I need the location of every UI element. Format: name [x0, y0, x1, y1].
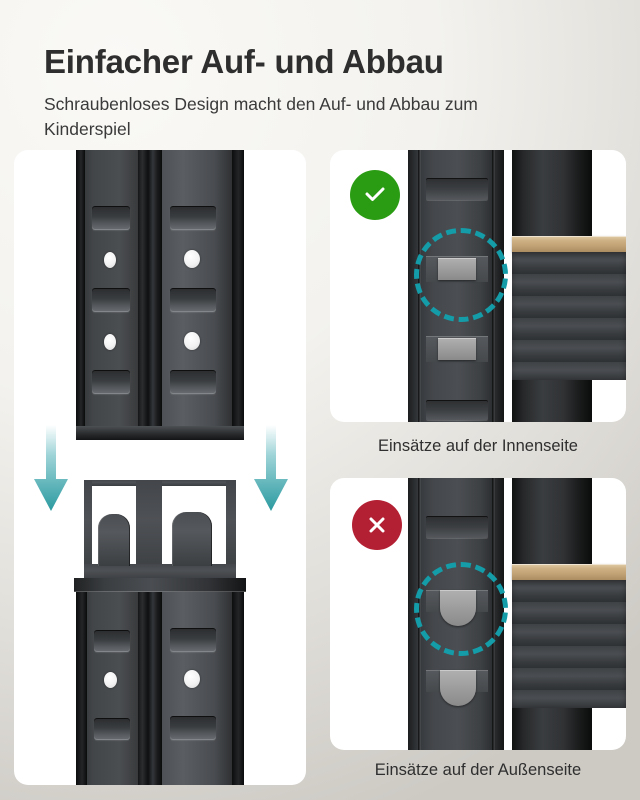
post-hole	[104, 334, 116, 350]
status-badge-incorrect	[352, 500, 402, 550]
sleeve-frame-corner	[136, 480, 162, 580]
post-hole	[184, 332, 200, 350]
post-corner-spine	[138, 592, 162, 785]
panel-inserts-inside	[330, 150, 626, 422]
connector-tab-left	[98, 514, 130, 566]
shelf-beam	[512, 252, 626, 380]
upper-post-graphic	[76, 150, 244, 440]
page-subtitle: Schraubenloses Design macht den Auf- und…	[44, 94, 478, 139]
post-slot	[170, 370, 216, 394]
down-arrow-left-icon	[34, 425, 68, 511]
post-slot-empty	[426, 516, 488, 538]
sleeve-frame-top-right	[162, 480, 234, 486]
dashed-circle-highlight	[414, 562, 508, 656]
post-slot	[94, 718, 130, 740]
down-arrow-right-icon	[254, 425, 288, 511]
cross-icon	[369, 517, 385, 533]
post-slot	[170, 206, 216, 230]
post-slot-empty	[426, 178, 488, 200]
post-slot	[92, 288, 130, 312]
post-hole	[184, 670, 200, 688]
panel-inserts-outside	[330, 478, 626, 750]
post-slot	[170, 716, 216, 740]
check-icon	[365, 187, 385, 201]
post-collar	[74, 578, 246, 592]
post-bottom-edge	[76, 426, 244, 440]
sleeve-frame-edge-right	[226, 480, 236, 580]
sleeve-frame-edge-left	[84, 480, 92, 580]
post-edge-right	[232, 150, 244, 440]
connector-tab-right	[172, 512, 212, 566]
post-slot	[170, 628, 216, 652]
caption-inserts-outside: Einsätze auf der Außenseite	[374, 761, 582, 779]
shelf-board-edge	[512, 564, 626, 580]
panel-post-assembly	[14, 150, 306, 785]
dashed-circle-highlight	[414, 228, 508, 322]
status-badge-correct	[350, 170, 400, 220]
upper-post-column	[512, 150, 592, 236]
sleeve-frame-top-left	[84, 480, 144, 486]
post-corner-spine	[138, 150, 162, 440]
shelf-board-edge	[512, 236, 626, 252]
post-edge-right	[232, 592, 244, 785]
lower-post-graphic	[74, 480, 246, 785]
post-slot	[92, 370, 130, 394]
post-edge-left	[76, 150, 85, 440]
shelf-beam	[512, 580, 626, 708]
sleeve-frame-bottom	[84, 564, 236, 580]
post-hole	[184, 250, 200, 268]
post-assembly-stage	[14, 150, 306, 785]
post-slot	[92, 206, 130, 230]
post-slot-empty	[426, 400, 488, 420]
post-hole	[104, 672, 117, 688]
lower-post-column	[512, 380, 592, 422]
insert-clip	[440, 670, 476, 706]
upper-post-column	[512, 478, 592, 564]
insert-clip	[438, 338, 476, 360]
page-title: Einfacher Auf- und Abbau	[44, 43, 444, 80]
post-slot	[94, 630, 130, 652]
lower-post-column	[512, 708, 592, 750]
post-hole	[104, 252, 116, 268]
inserts-inside-stage	[330, 150, 626, 422]
inserts-outside-stage	[330, 478, 626, 750]
post-face-right	[162, 592, 232, 785]
post-slot	[170, 288, 216, 312]
caption-inserts-inside: Einsätze auf der Innenseite	[378, 437, 578, 455]
post-edge-left	[76, 592, 87, 785]
